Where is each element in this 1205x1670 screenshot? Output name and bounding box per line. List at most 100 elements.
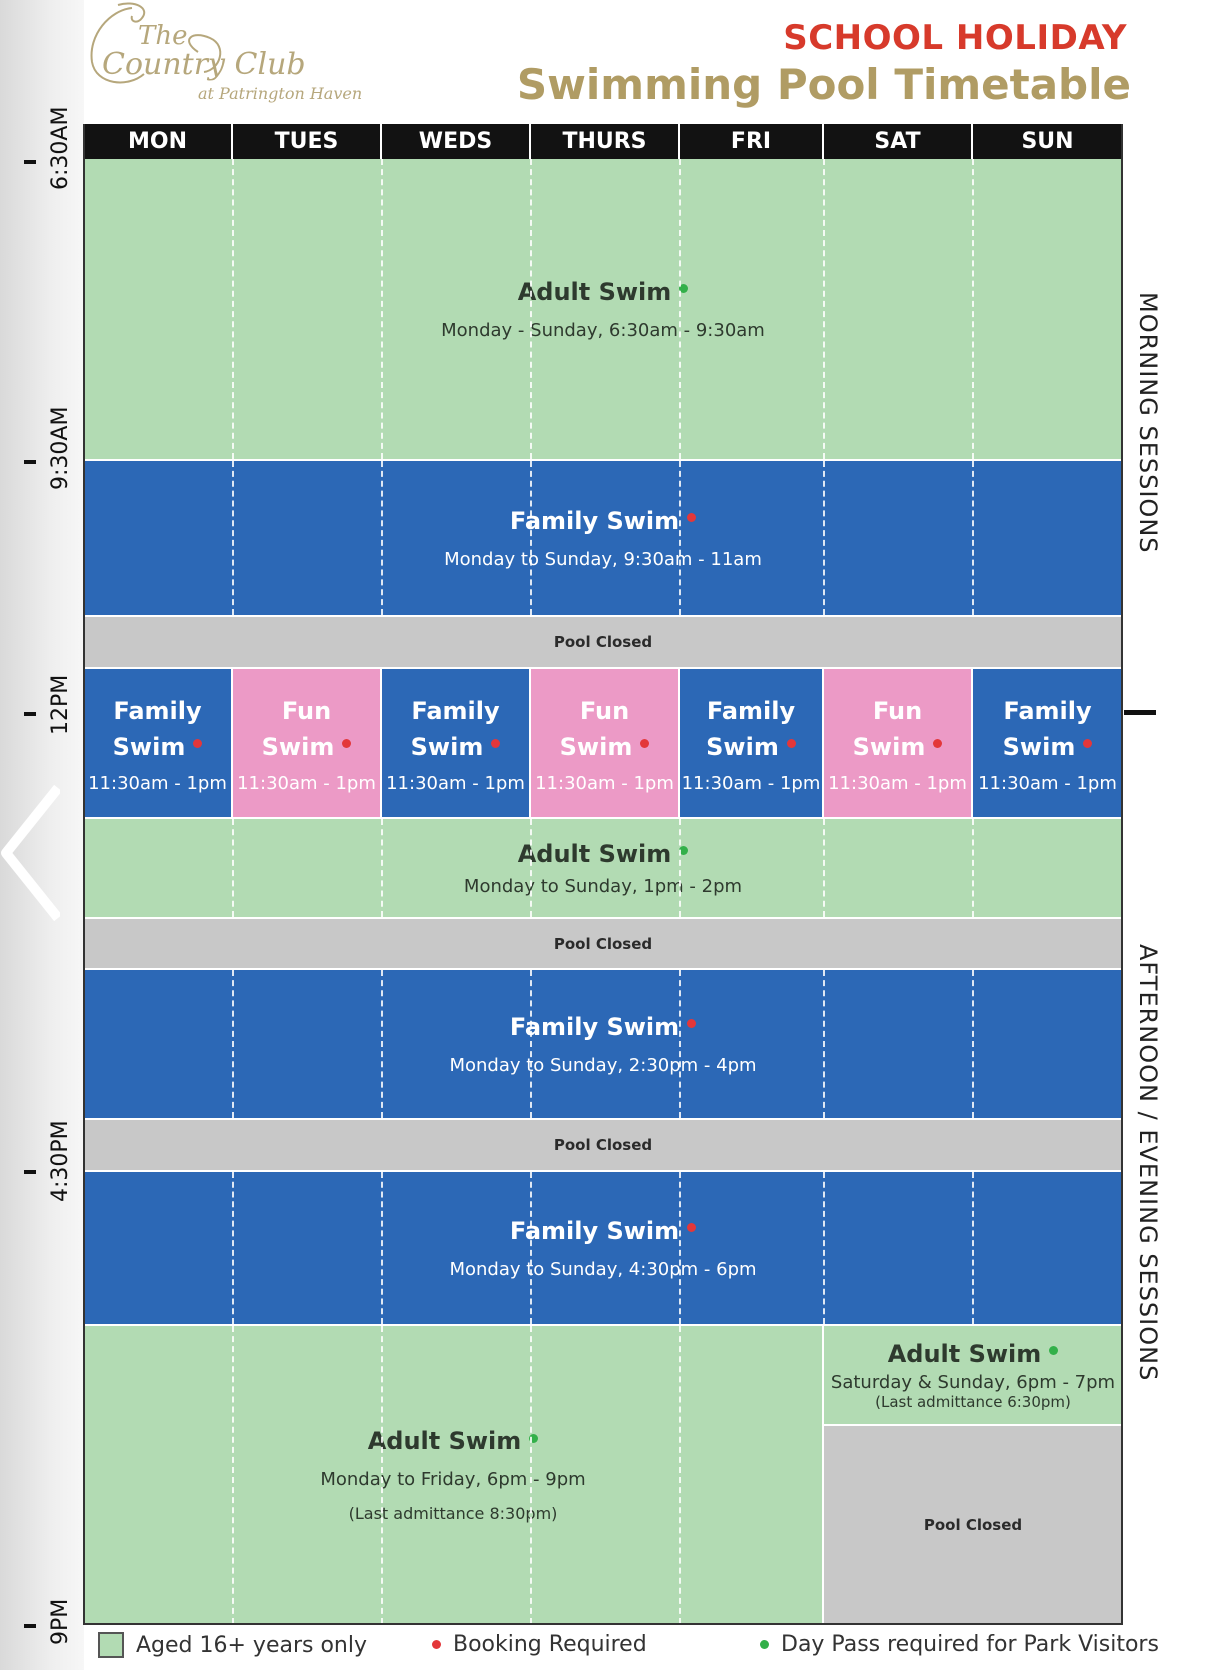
time-tick — [24, 1170, 36, 1174]
right-tick-12pm — [1124, 710, 1156, 715]
session-time: 11:30am - 1pm — [535, 772, 674, 794]
session-name: Adult Swim — [517, 277, 672, 306]
column-divider — [232, 970, 234, 1118]
session-time: 11:30am - 1pm — [681, 772, 821, 794]
column-divider — [530, 461, 532, 615]
column-divider — [381, 159, 383, 459]
session-time: 11:30am - 1pm — [237, 772, 376, 794]
column-divider — [232, 159, 234, 459]
day-header-mon: MON — [84, 124, 233, 159]
pool-closed-1: Pool Closed — [84, 617, 1122, 667]
session-time: 11:30am - 1pm — [88, 772, 227, 794]
day-header-fri: FRI — [680, 124, 824, 159]
booking-dot-icon — [687, 1019, 697, 1028]
column-divider — [823, 159, 825, 459]
booking-dot-icon — [342, 739, 352, 748]
session-time: Monday to Sunday, 4:30pm - 6pm — [449, 1258, 757, 1280]
booking-dot-icon — [933, 739, 943, 748]
side-label-afternoon: AFTERNOON / EVENING SESSIONS — [1134, 944, 1162, 1382]
column-divider — [972, 819, 974, 917]
column-divider — [679, 1172, 681, 1324]
legend-booking: Booking Required — [432, 1632, 647, 1657]
column-divider — [530, 1326, 532, 1624]
column-divider — [381, 970, 383, 1118]
column-divider — [381, 819, 383, 917]
column-divider — [972, 461, 974, 615]
column-divider — [232, 461, 234, 615]
time-tick — [24, 712, 36, 716]
session-name: Family Swim — [509, 1216, 680, 1245]
legend-aged: Aged 16+ years only — [98, 1632, 367, 1658]
session-name-line2: Swim — [112, 732, 186, 761]
column-divider — [232, 819, 234, 917]
column-divider — [679, 970, 681, 1118]
session-name-line1: Family — [411, 696, 500, 725]
adult-swim-lunch: Adult Swim Monday to Sunday, 1pm - 2pm — [84, 819, 1122, 917]
day-pass-dot-icon — [1049, 1346, 1059, 1355]
logo-the: The — [138, 21, 187, 51]
session-name-line2: Swim — [1002, 732, 1076, 761]
column-divider — [823, 819, 825, 917]
column-divider — [972, 159, 974, 459]
time-label-12pm: 12PM — [48, 674, 73, 735]
day-header-sun: SUN — [973, 124, 1122, 159]
column-divider — [381, 1326, 383, 1624]
column-divider — [381, 1172, 383, 1324]
pool-closed-3: Pool Closed — [84, 1120, 1122, 1170]
side-label-morning: MORNING SESSIONS — [1134, 292, 1162, 554]
session-name-line2: Swim — [410, 732, 484, 761]
day-header-tues: TUES — [233, 124, 382, 159]
column-divider — [679, 1326, 681, 1624]
title-school-holiday: SCHOOL HOLIDAY — [783, 18, 1127, 58]
day-pass-dot-icon — [529, 1433, 539, 1443]
pool-closed-label: Pool Closed — [923, 1516, 1023, 1534]
session-note: (Last admittance 8:30pm) — [348, 1504, 558, 1523]
session-time: 11:30am - 1pm — [828, 772, 967, 794]
legend-daypass: Day Pass required for Park Visitors — [760, 1632, 1159, 1657]
booking-dot-icon — [687, 1223, 697, 1232]
red-dot-icon — [432, 1640, 441, 1649]
green-dot-icon — [760, 1640, 769, 1649]
session-name: Adult Swim — [887, 1339, 1042, 1368]
chevron-left-icon[interactable] — [0, 778, 60, 928]
chevron-right-icon[interactable] — [1132, 778, 1202, 928]
column-divider — [530, 970, 532, 1118]
session-name: Adult Swim — [517, 839, 672, 868]
day-header-thurs: THURS — [531, 124, 680, 159]
title-timetable: Swimming Pool Timetable — [516, 60, 1131, 109]
day-pass-dot-icon — [679, 846, 689, 855]
session-name-line1: Family — [706, 696, 796, 725]
legend-daypass-label: Day Pass required for Park Visitors — [781, 1632, 1159, 1657]
pool-closed-2: Pool Closed — [84, 919, 1122, 968]
time-label-930am: 9:30AM — [48, 406, 73, 490]
country-club-logo: The Country Club — [90, 2, 306, 84]
column-divider — [823, 1172, 825, 1324]
session-name-line1: Fun — [579, 696, 630, 725]
booking-dot-icon — [786, 739, 796, 748]
column-divider — [679, 819, 681, 917]
day-header-sat: SAT — [824, 124, 973, 159]
adult-swim-morning: Adult Swim Monday - Sunday, 6:30am - 9:3… — [84, 159, 1122, 459]
booking-dot-icon — [491, 739, 501, 748]
legend-booking-label: Booking Required — [453, 1632, 647, 1657]
column-divider — [679, 159, 681, 459]
pool-closed-4: Pool Closed — [824, 1426, 1122, 1624]
session-time: Monday to Sunday, 9:30am - 11am — [444, 548, 762, 570]
logo-subtitle: at Patrington Haven — [198, 84, 363, 103]
family-swim-afternoon: Family Swim Monday to Sunday, 2:30pm - 4… — [84, 970, 1122, 1118]
session-name-line1: Family — [113, 696, 202, 725]
session-name: Family Swim — [509, 1012, 680, 1041]
adult-swim-weekend-evening: Adult Swim Saturday & Sunday, 6pm - 7pm … — [824, 1326, 1122, 1424]
family-swim-evening: Family Swim Monday to Sunday, 4:30pm - 6… — [84, 1172, 1122, 1324]
column-divider — [530, 159, 532, 459]
session-name-line1: Family — [1003, 696, 1092, 725]
column-divider — [972, 970, 974, 1118]
column-divider — [972, 1172, 974, 1324]
time-label-630am: 6:30AM — [48, 106, 73, 190]
pool-closed-label: Pool Closed — [553, 934, 653, 953]
session-name-line2: Swim — [706, 732, 779, 761]
